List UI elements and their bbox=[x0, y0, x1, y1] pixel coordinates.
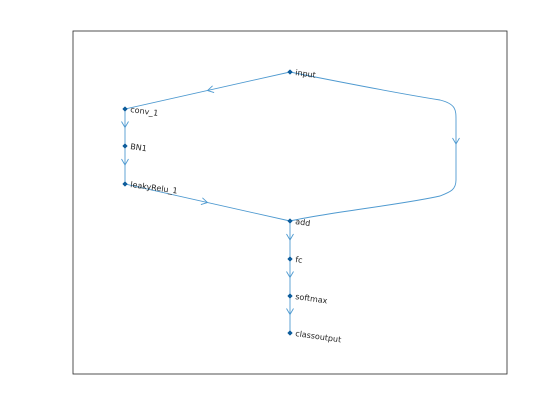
node-label-fc: fc bbox=[295, 255, 303, 265]
node-label-add: add bbox=[295, 217, 311, 228]
edge-add-to-fc-arrow bbox=[286, 233, 294, 241]
edge-BN1-to-leakyRelu_1-arrow bbox=[121, 158, 129, 166]
graph-nodes bbox=[122, 69, 293, 336]
node-add[interactable] bbox=[287, 218, 293, 224]
edge-fc-to-softmax-arrow bbox=[286, 271, 294, 279]
node-label-conv_1: conv_1 bbox=[130, 105, 159, 118]
plot-frame bbox=[72, 30, 508, 375]
edge-input-to-add-arrow bbox=[452, 137, 460, 145]
edge-input-to-add bbox=[289, 71, 457, 222]
node-input[interactable] bbox=[287, 69, 293, 75]
edge-softmax-to-classoutput-arrow bbox=[286, 308, 294, 316]
node-BN1[interactable] bbox=[122, 143, 128, 149]
node-label-leakyRelu_1: leakyRelu_1 bbox=[130, 180, 178, 196]
node-label-BN1: BN1 bbox=[130, 142, 148, 153]
node-leakyRelu_1[interactable] bbox=[122, 181, 128, 187]
node-softmax[interactable] bbox=[287, 293, 293, 299]
node-conv_1[interactable] bbox=[122, 106, 128, 112]
edge-input-to-conv_1-arrow bbox=[206, 85, 215, 94]
graph-edges bbox=[121, 71, 460, 333]
edge-conv_1-to-BN1-arrow bbox=[121, 121, 129, 129]
node-classoutput[interactable] bbox=[287, 330, 293, 336]
node-label-input: input bbox=[295, 68, 317, 80]
edge-leakyRelu_1-to-add-arrow bbox=[200, 197, 209, 206]
node-label-softmax: softmax bbox=[295, 292, 329, 305]
node-fc[interactable] bbox=[287, 256, 293, 262]
node-label-classoutput: classoutput bbox=[295, 329, 342, 344]
